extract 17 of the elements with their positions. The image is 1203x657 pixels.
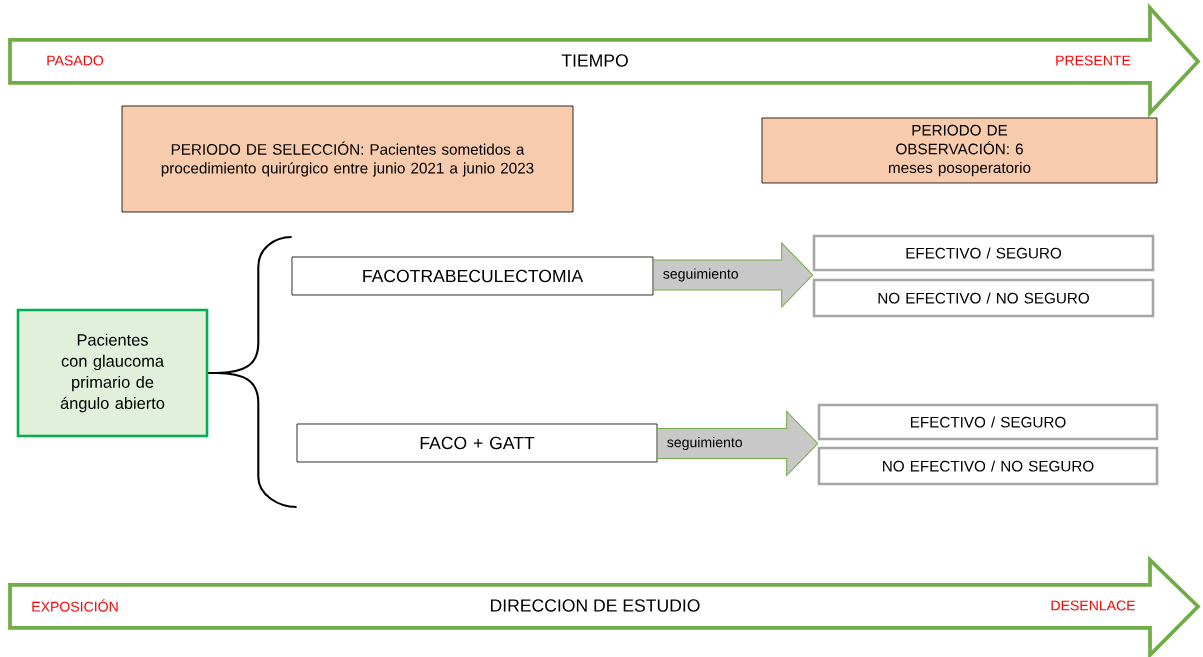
outcome-box: EFECTIVO / SEGURO	[812, 234, 1155, 272]
period-box: PERIODO DE OBSERVACIÓN: 6 meses posoperatorio	[761, 117, 1158, 184]
edge-label: seguimiento	[661, 267, 740, 283]
timeline-label: DIRECCION DE ESTUDIO	[491, 599, 700, 612]
timeline-label: EXPOSICIÓN	[32, 599, 118, 612]
procedure-box: FACOTRABECULECTOMIA	[291, 256, 654, 296]
timeline-label: PRESENTE	[1056, 55, 1131, 66]
procedure-box: FACO + GATT	[296, 423, 658, 463]
patient-box: Pacientes con glaucoma primario de ángulo abierto	[16, 308, 209, 438]
period-box: PERIODO DE SELECCIÓN: Pacientes sometidos a procedimiento quirúrgico entre junio 2021 a junio 2023	[121, 105, 574, 213]
outcome-box: NO EFECTIVO / NO SEGURO	[817, 446, 1159, 486]
timeline-label: DESENLACE	[1051, 600, 1135, 611]
timeline-label: TIEMPO	[561, 54, 628, 67]
brace	[208, 371, 297, 509]
outcome-box: EFECTIVO / SEGURO	[817, 403, 1159, 441]
outcome-box: NO EFECTIVO / NO SEGURO	[812, 278, 1155, 318]
timeline-label: PASADO	[47, 55, 104, 66]
